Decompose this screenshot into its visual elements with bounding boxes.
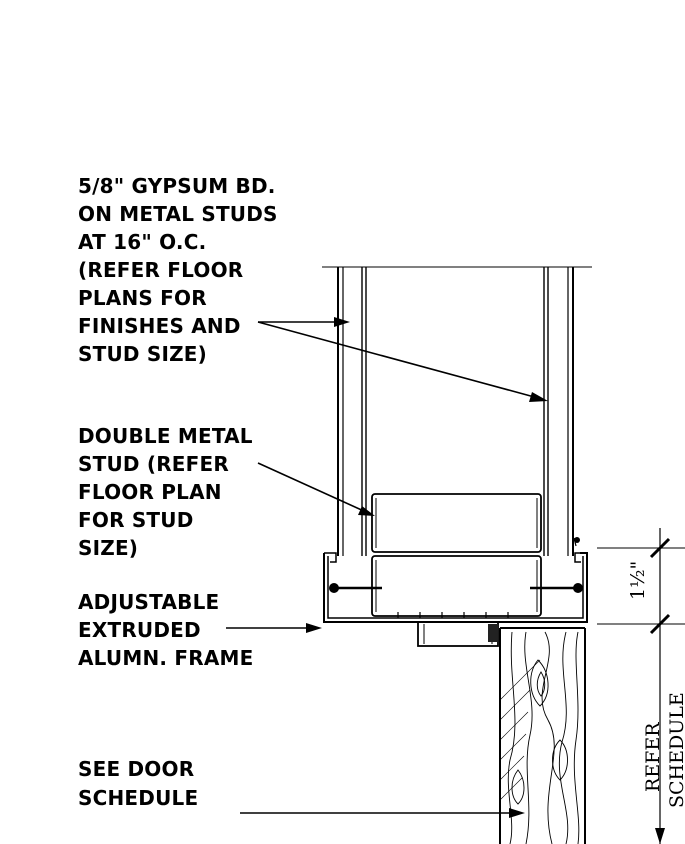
refer-text: REFER [642, 722, 664, 792]
frame-note: ADJUSTABLE EXTRUDED ALUMN. FRAME [78, 590, 253, 670]
schedule-text: SCHEDULE [666, 692, 685, 808]
arrowhead-icon [529, 392, 548, 402]
refer-schedule-label: REFER SCHEDULE [642, 692, 685, 808]
door-note: SEE DOOR SCHEDULE [78, 757, 198, 810]
note-line: STUD (REFER [78, 452, 229, 476]
note-line: STUD SIZE) [78, 342, 207, 366]
screw-anchors [329, 537, 583, 593]
weatherstrip [488, 624, 498, 642]
note-line: AT 16" O.C. [78, 230, 206, 254]
double-metal-stud [371, 493, 542, 617]
frame-inner-profile [327, 556, 584, 619]
note-line: ON METAL STUDS [78, 202, 278, 226]
arrowhead-icon [655, 828, 665, 844]
arrowhead-icon [334, 317, 350, 327]
note-line: FINISHES AND [78, 314, 241, 338]
frame-left-return [324, 552, 337, 563]
gypsum-board-note: 5/8" GYPSUM BD. ON METAL STUDS AT 16" O.… [78, 174, 278, 366]
lower-stud-track [371, 555, 542, 617]
note-line: SEE DOOR [78, 757, 194, 781]
note-line: EXTRUDED [78, 618, 201, 642]
frame-right-return [574, 552, 587, 563]
wood-grain [507, 631, 580, 844]
note-line: FOR STUD [78, 508, 194, 532]
aluminum-frame [323, 552, 588, 647]
frame-stop [417, 621, 499, 647]
metal-stud-note: DOUBLE METAL STUD (REFER FLOOR PLAN FOR … [78, 424, 253, 560]
wall-section [322, 266, 592, 556]
arrowhead-icon [306, 623, 322, 633]
leader-line [257, 321, 539, 399]
note-line: FLOOR PLAN [78, 480, 222, 504]
note-line: SIZE) [78, 536, 138, 560]
note-line: ALUMN. FRAME [78, 646, 253, 670]
arrowhead-icon [509, 808, 525, 818]
leader-line [257, 462, 367, 513]
note-line: 5/8" GYPSUM BD. [78, 174, 276, 198]
dimension-tick [649, 613, 671, 635]
dimension-tick [649, 537, 671, 559]
dimension-line: 1½" [597, 528, 685, 844]
note-line: (REFER FLOOR [78, 258, 243, 282]
note-line: SCHEDULE [78, 786, 198, 810]
note-line: PLANS FOR [78, 286, 207, 310]
note-line: DOUBLE METAL [78, 424, 253, 448]
wood-door [499, 627, 586, 844]
fastener-icon [574, 537, 580, 543]
upper-stud-track [371, 493, 542, 553]
dimension-value: 1½" [627, 561, 649, 600]
note-line: ADJUSTABLE [78, 590, 219, 614]
